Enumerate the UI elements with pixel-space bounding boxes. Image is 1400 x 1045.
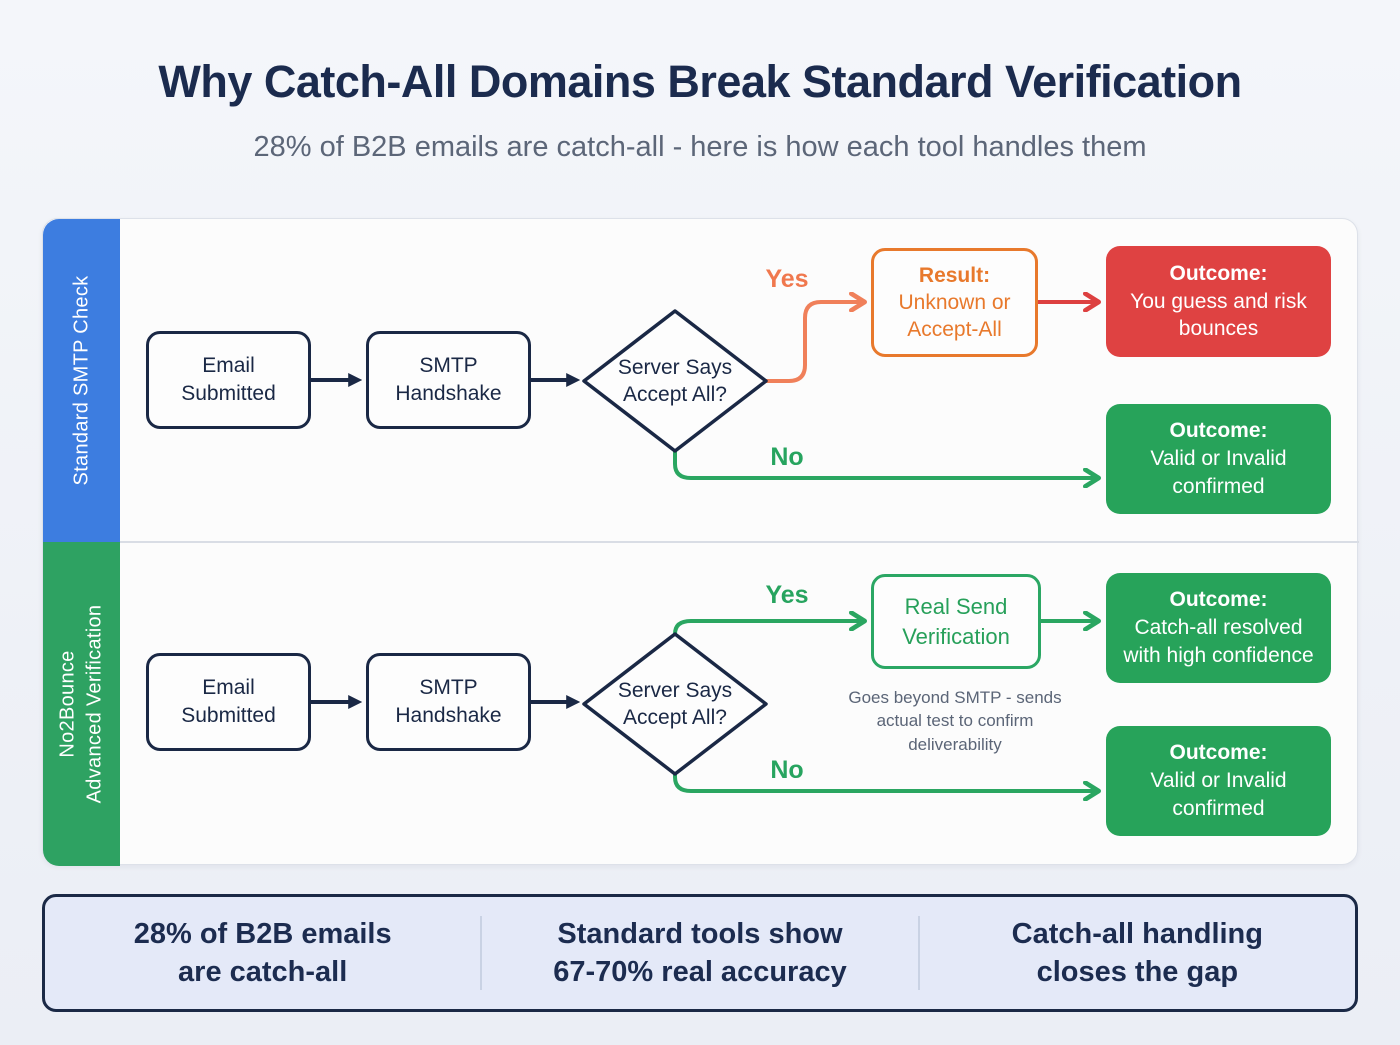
lane-no2bounce-sidebar: No2Bounce Advanced Verification: [43, 542, 120, 866]
page-subtitle: 28% of B2B emails are catch-all - here i…: [253, 131, 1147, 163]
l1-email-submitted-box: Email Submitted: [146, 331, 311, 429]
l2-email-line2: Submitted: [181, 704, 276, 727]
l1-result-title: Result:: [918, 263, 991, 287]
l1-no-label: No: [770, 443, 804, 471]
stat-1-line1: 28% of B2B emails: [133, 917, 392, 950]
stat-standard-accuracy: Standard tools show 67-70% real accuracy: [482, 897, 917, 1009]
l1-decision-diamond: [582, 309, 768, 453]
l1-outcome-bad-title: Outcome:: [1169, 261, 1268, 285]
flow-connectors: [311, 219, 1359, 866]
l1-email-line1: Email: [202, 354, 255, 378]
l1-smtp-handshake-box: SMTP Handshake: [366, 331, 531, 429]
l1-outcome-bad-body: You guess and risk bounces: [1130, 289, 1307, 341]
arrow-l1-yes-to-result: [764, 302, 863, 383]
l2-outcome-good-body: Valid or Invalid confirmed: [1150, 769, 1287, 820]
lane-standard-smtp-sidebar: Standard SMTP Check: [43, 219, 120, 542]
l1-yes-label: Yes: [765, 265, 809, 293]
l1-outcome-good-body: Valid or Invalid confirmed: [1150, 447, 1287, 498]
l2-outcome-resolved-title: Outcome:: [1169, 588, 1268, 612]
l1-diamond-label: Server Says Accept All?: [584, 341, 766, 421]
l1-diamond-line1: Server Says: [617, 355, 733, 379]
stat-catch-all-share: 28% of B2B emails are catch-all: [45, 897, 480, 1009]
arrow-l2-yes-to-realsend: [673, 621, 863, 636]
l2-smtp-line1: SMTP: [419, 676, 478, 700]
l2-email-line1: Email: [202, 676, 255, 700]
stat-gap-closed: Catch-all handling closes the gap: [920, 897, 1355, 1009]
stats-bar: 28% of B2B emails are catch-all Standard…: [42, 894, 1358, 1012]
l1-smtp-line1: SMTP: [419, 354, 478, 378]
stat-3-line1: Catch-all handling: [1011, 917, 1263, 950]
flowchart-panel: Standard SMTP Check No2Bounce Advanced V…: [42, 218, 1359, 866]
l2-decision-diamond: [582, 632, 768, 776]
l1-outcome-bad-box: Outcome: You guess and risk bounces: [1106, 246, 1331, 357]
stat-1-line2: are catch-all: [178, 956, 348, 988]
l2-real-send-box: Real Send Verification: [871, 574, 1041, 669]
l2-diamond-label: Server Says Accept All?: [584, 664, 766, 744]
l1-result-box: Result: Unknown or Accept-All: [871, 248, 1038, 357]
stat-3-line2: closes the gap: [1036, 956, 1239, 988]
l1-result-line1: Unknown or: [898, 290, 1011, 314]
l1-result-line2: Accept-All: [907, 318, 1002, 342]
l1-diamond-line2: Accept All?: [623, 383, 727, 406]
page-title: Why Catch-All Domains Break Standard Ver…: [158, 56, 1242, 107]
l1-outcome-good-title: Outcome:: [1169, 419, 1268, 443]
l1-outcome-good-box: Outcome: Valid or Invalid confirmed: [1106, 404, 1331, 514]
l2-smtp-handshake-box: SMTP Handshake: [366, 653, 531, 751]
l2-diamond-line1: Server Says: [617, 678, 733, 702]
l2-email-submitted-box: Email Submitted: [146, 653, 311, 751]
l2-realsend-line1: Real Send: [904, 594, 1008, 620]
l2-no-label: No: [770, 756, 804, 784]
l2-realsend-line2: Verification: [902, 623, 1010, 649]
l1-smtp-line2: Handshake: [395, 382, 502, 405]
stats-divider-2: [917, 916, 920, 990]
l2-smtp-line2: Handshake: [395, 704, 502, 727]
l2-outcome-resolved-body: Catch-all resolved with high confidence: [1123, 616, 1314, 667]
l2-outcome-good-box: Outcome: Valid or Invalid confirmed: [1106, 726, 1331, 836]
l2-realsend-note: Goes beyond SMTP - sends actual test to …: [848, 688, 1062, 754]
stats-divider-1: [480, 916, 483, 990]
stat-2-line2: 67-70% real accuracy: [553, 956, 847, 988]
stat-2-line1: Standard tools show: [557, 917, 843, 950]
lane-divider: [120, 541, 1359, 543]
l1-email-line2: Submitted: [181, 382, 276, 405]
arrow-l1-no-to-outcome: [673, 449, 1097, 478]
l2-outcome-resolved-box: Outcome: Catch-all resolved with high co…: [1106, 573, 1331, 683]
l2-yes-label: Yes: [765, 581, 809, 609]
l2-outcome-good-title: Outcome:: [1169, 741, 1268, 765]
l2-diamond-line2: Accept All?: [623, 706, 727, 729]
arrow-l2-no-to-outcome: [673, 772, 1097, 791]
